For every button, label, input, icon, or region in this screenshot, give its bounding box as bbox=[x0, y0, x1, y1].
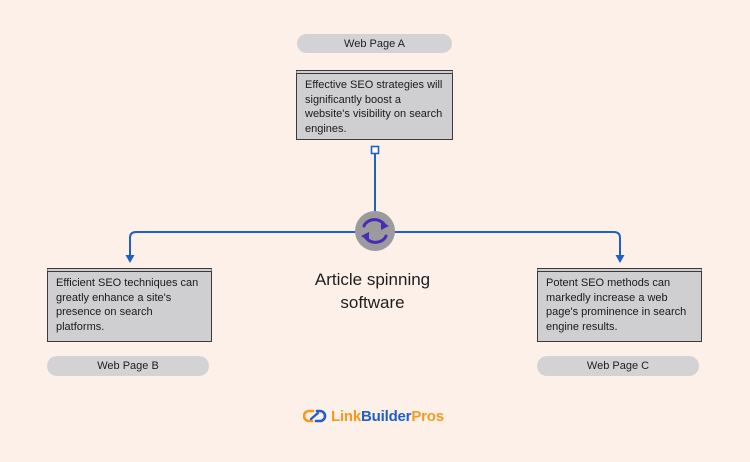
brand-name-builder: Builder bbox=[361, 407, 412, 425]
connector-to-b bbox=[129, 231, 356, 256]
brand-name-link: Link bbox=[331, 407, 362, 425]
arrowhead-b bbox=[125, 255, 135, 263]
web-page-c-label: Web Page C bbox=[537, 356, 699, 376]
brand-name-pros: Pros bbox=[411, 407, 444, 425]
connector-anchor bbox=[370, 145, 380, 155]
web-page-a-text: Effective SEO strategies will significan… bbox=[305, 79, 443, 135]
link-chain-icon bbox=[303, 409, 327, 423]
arrowhead-c bbox=[615, 255, 625, 263]
sync-icon bbox=[355, 211, 395, 251]
web-page-c-text: Potent SEO methods can markedly increase… bbox=[546, 277, 687, 333]
web-page-b-text: Efficient SEO techniques can greatly enh… bbox=[56, 277, 199, 333]
web-page-c-card: Potent SEO methods can markedly increase… bbox=[537, 268, 702, 342]
center-label-line-1: Article spinning bbox=[314, 270, 431, 289]
web-page-b-label: Web Page B bbox=[47, 356, 209, 376]
web-page-a-card: Effective SEO strategies will significan… bbox=[296, 70, 453, 140]
article-spinning-label: Article spinning software bbox=[290, 268, 455, 314]
brand-logo: LinkBuilderPros bbox=[303, 405, 444, 427]
brand-name: LinkBuilderPros bbox=[331, 408, 444, 425]
connector-to-c bbox=[394, 231, 621, 256]
web-page-a-label: Web Page A bbox=[297, 34, 452, 53]
web-page-b-card: Efficient SEO techniques can greatly enh… bbox=[47, 268, 212, 342]
center-label-line-2: software bbox=[340, 293, 405, 312]
